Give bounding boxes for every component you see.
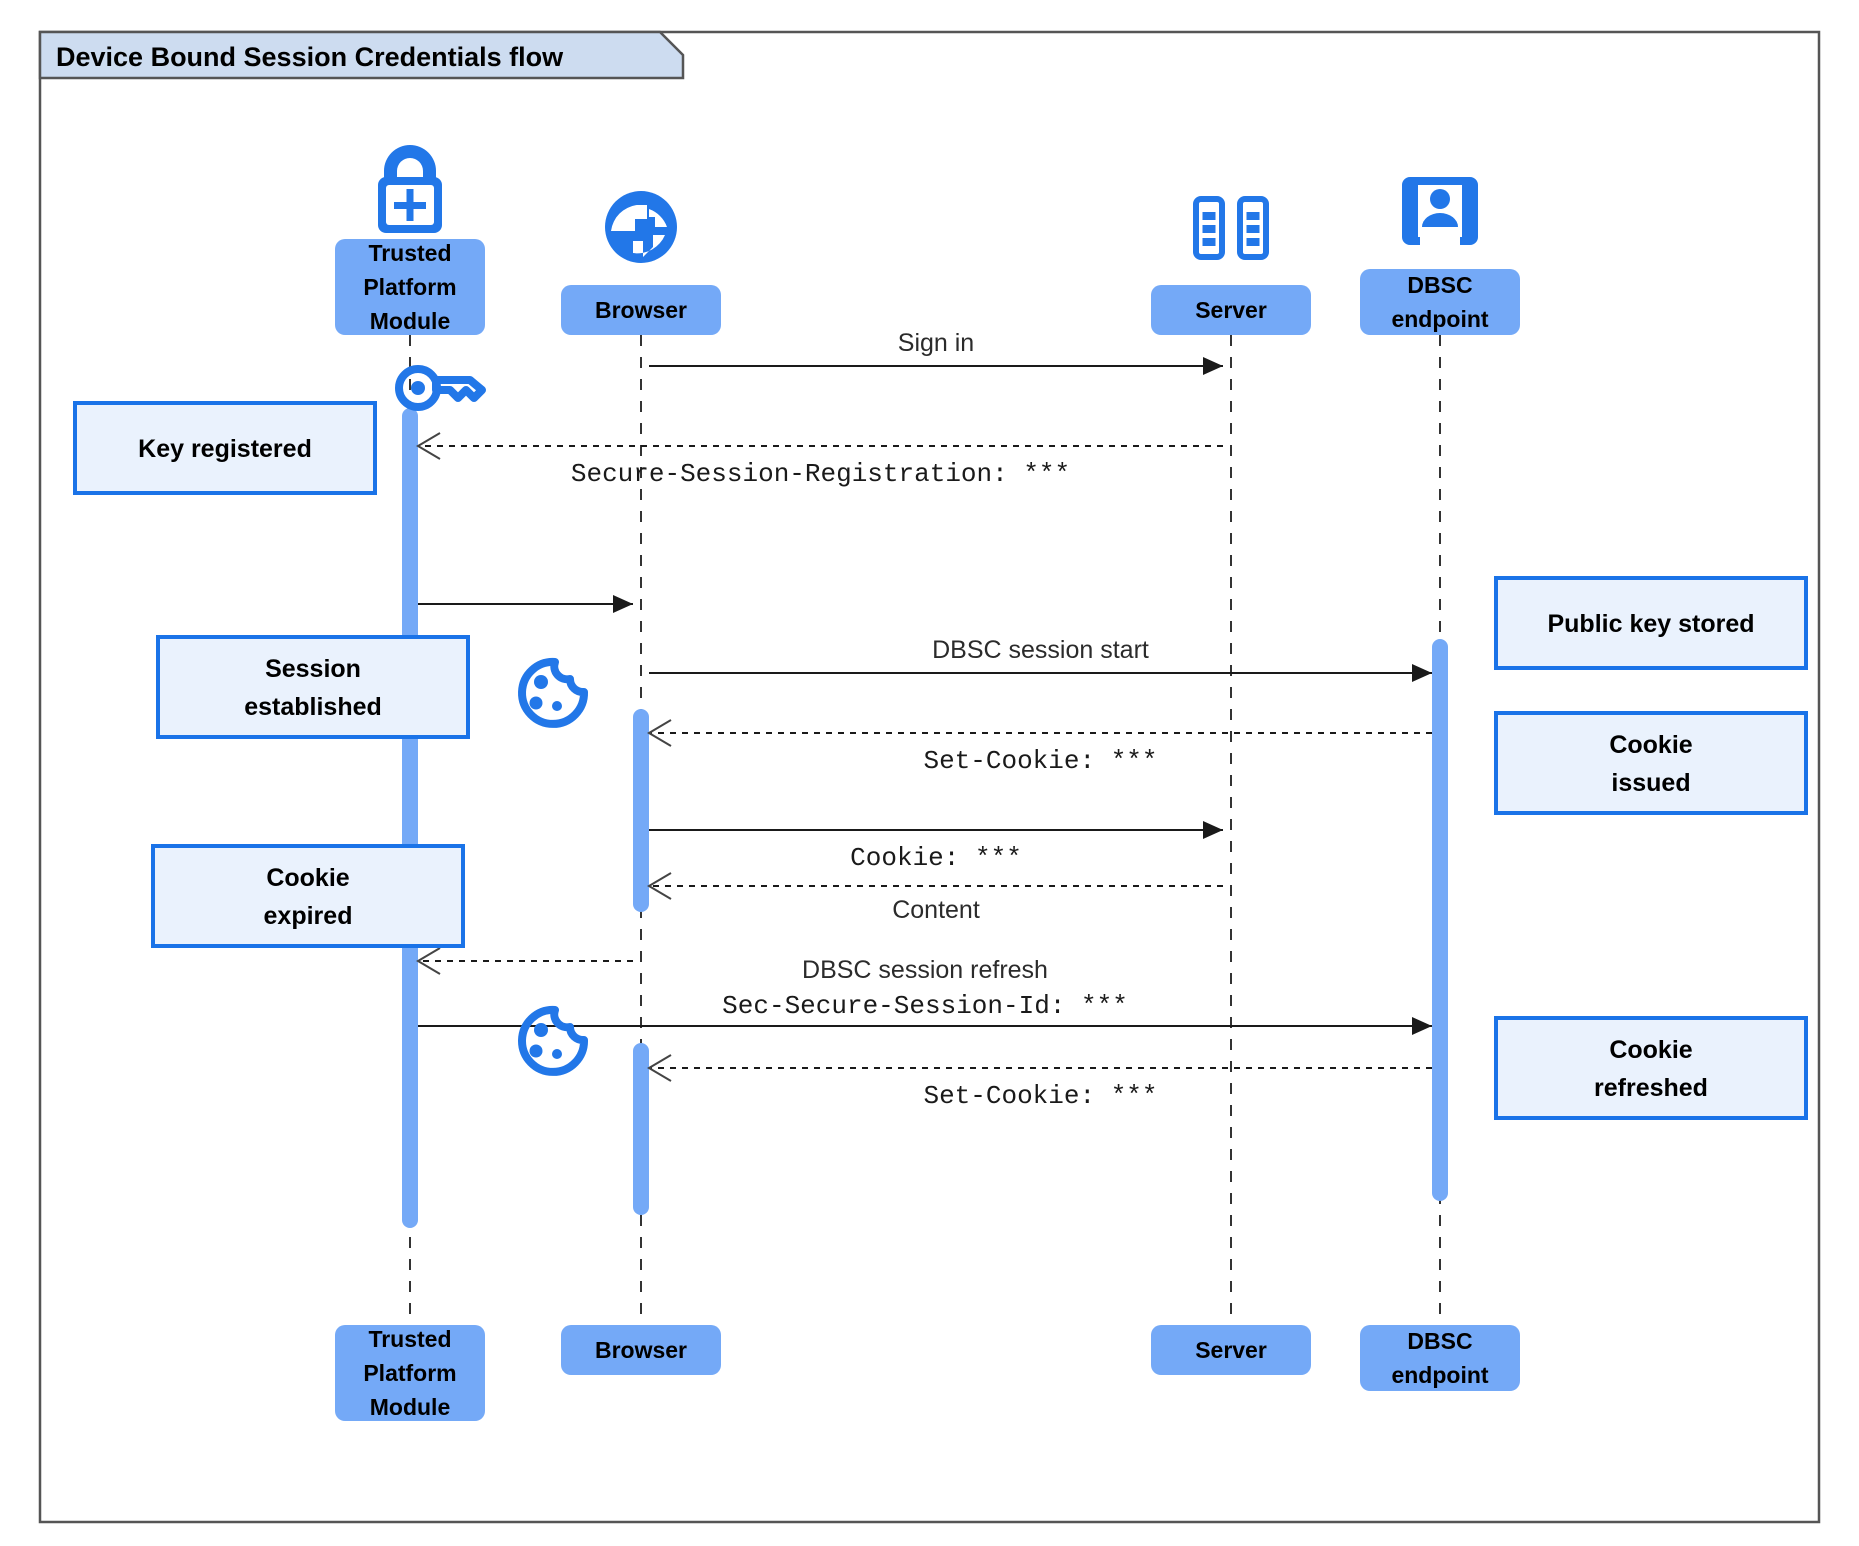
decor-icons-group bbox=[395, 365, 589, 1076]
participant-label-tpm: Module bbox=[370, 308, 451, 334]
participant-browser-bottom[interactable]: Browser bbox=[561, 1325, 721, 1375]
note-n6: Cookie refreshed bbox=[1494, 1016, 1808, 1120]
message-m6: Cookie: *** bbox=[649, 821, 1223, 873]
participant-dbsc-top[interactable]: DBSC endpoint bbox=[1360, 269, 1520, 335]
note-text: Cookie bbox=[1609, 731, 1692, 759]
participant-browser-top[interactable]: Browser bbox=[561, 285, 721, 335]
message-label-m6: Cookie: *** bbox=[850, 843, 1022, 873]
note-text: refreshed bbox=[1594, 1074, 1708, 1102]
note-text: Cookie bbox=[1609, 1036, 1692, 1064]
cookie-icon bbox=[518, 1005, 589, 1076]
message-m1: Sign in bbox=[649, 329, 1223, 375]
id-badge-icon bbox=[1402, 177, 1478, 245]
note-n5: Cookie issued bbox=[1494, 711, 1808, 815]
participant-label-dbsc: DBSC bbox=[1407, 272, 1472, 298]
message-label-m5: Set-Cookie: *** bbox=[923, 746, 1157, 776]
participant-label-tpm: Trusted bbox=[368, 240, 451, 266]
participant-label-tpm: Platform bbox=[363, 1360, 456, 1386]
activation-bar-dbsc bbox=[1432, 639, 1448, 1201]
diagram-frame-tab bbox=[38, 30, 685, 80]
globe-icon bbox=[605, 191, 677, 263]
participant-server-bottom[interactable]: Server bbox=[1151, 1325, 1311, 1375]
note-text: Key registered bbox=[138, 435, 312, 463]
message-label-m4: DBSC session start bbox=[932, 636, 1149, 664]
note-text: Cookie bbox=[266, 864, 349, 892]
message-m10: Set-Cookie: *** bbox=[647, 1054, 1432, 1111]
activation-bar-tpm bbox=[402, 408, 418, 1228]
note-text: established bbox=[244, 693, 382, 721]
note-n2: Session established bbox=[156, 635, 470, 739]
cookie-icon bbox=[518, 657, 589, 728]
message-m8 bbox=[416, 947, 633, 975]
note-text: issued bbox=[1611, 769, 1690, 797]
message-m4: DBSC session start bbox=[649, 636, 1432, 682]
activations-group bbox=[402, 408, 1448, 1228]
message-label-m7: Content bbox=[892, 896, 980, 924]
message-label-mono-m9: Sec-Secure-Session-Id: *** bbox=[722, 991, 1128, 1021]
participant-label-browser: Browser bbox=[595, 1337, 687, 1363]
note-n4: Public key stored bbox=[1494, 576, 1808, 670]
message-m5: Set-Cookie: *** bbox=[647, 719, 1432, 776]
message-m7: Content bbox=[647, 872, 1223, 924]
padlock-plus-icon bbox=[378, 145, 442, 233]
participant-label-dbsc: endpoint bbox=[1391, 306, 1488, 332]
participant-label-server: Server bbox=[1195, 1337, 1267, 1363]
message-label-m1: Sign in bbox=[898, 329, 974, 357]
message-label-m2: Secure-Session-Registration: *** bbox=[571, 459, 1070, 489]
message-label-m10: Set-Cookie: *** bbox=[923, 1081, 1157, 1111]
participant-label-browser: Browser bbox=[595, 297, 687, 323]
messages-group: Sign in Secure-Session-Registration: *** D… bbox=[416, 329, 1432, 1111]
message-label-sans-m9: DBSC session refresh bbox=[802, 956, 1048, 984]
page-title: Device Bound Session Credentials flow bbox=[56, 42, 564, 72]
participant-server-top[interactable]: Server bbox=[1151, 285, 1311, 335]
participant-label-dbsc: endpoint bbox=[1391, 1362, 1488, 1388]
note-n3: Cookie expired bbox=[151, 844, 465, 948]
participants-group: TrustedPlatformModuleTrustedPlatformModu… bbox=[335, 145, 1520, 1421]
message-m3 bbox=[418, 595, 633, 613]
participant-label-tpm: Trusted bbox=[368, 1326, 451, 1352]
note-text: expired bbox=[264, 902, 353, 930]
key-icon bbox=[395, 365, 486, 411]
activation-bar-browser bbox=[633, 709, 649, 912]
server-rack-icon bbox=[1193, 196, 1269, 260]
note-text: Public key stored bbox=[1547, 610, 1754, 638]
participant-label-tpm: Platform bbox=[363, 274, 456, 300]
participant-dbsc-bottom[interactable]: DBSC endpoint bbox=[1360, 1325, 1520, 1391]
participant-label-server: Server bbox=[1195, 297, 1267, 323]
participant-label-dbsc: DBSC bbox=[1407, 1328, 1472, 1354]
note-text: Session bbox=[265, 655, 361, 683]
message-m9: DBSC session refreshSec-Secure-Session-I… bbox=[418, 956, 1432, 1035]
message-m2: Secure-Session-Registration: *** bbox=[416, 432, 1223, 489]
note-n1: Key registered bbox=[73, 401, 377, 495]
activation-bar-browser bbox=[633, 1043, 649, 1215]
participant-label-tpm: Module bbox=[370, 1394, 451, 1420]
